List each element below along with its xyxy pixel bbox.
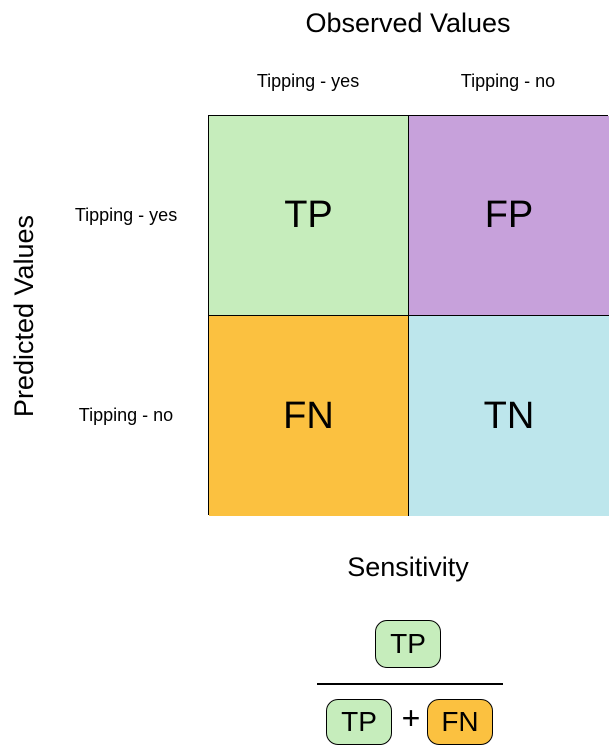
cell-false-positive: FP bbox=[409, 116, 609, 316]
row-label-tipping-no: Tipping - no bbox=[78, 405, 174, 425]
row-label-tipping-yes: Tipping - yes bbox=[74, 205, 178, 225]
fraction-line bbox=[317, 683, 503, 685]
formula-numerator-label: TP bbox=[390, 628, 426, 659]
cell-false-positive-label: FP bbox=[484, 194, 534, 236]
formula-denominator-tp-label: TP bbox=[341, 706, 377, 737]
sensitivity-title: Sensitivity bbox=[347, 552, 469, 582]
formula-denominator-fn-label: FN bbox=[441, 706, 479, 737]
cell-true-positive-label: TP bbox=[284, 194, 333, 236]
cell-true-negative: TN bbox=[409, 316, 609, 516]
column-label-tipping-yes: Tipping - yes bbox=[256, 71, 360, 91]
formula-denominator-fn: FN bbox=[427, 699, 493, 745]
cell-false-negative: FN bbox=[209, 316, 409, 516]
column-label-tipping-no: Tipping - no bbox=[460, 71, 556, 91]
cell-false-negative-label: FN bbox=[283, 394, 334, 437]
formula-numerator-tp: TP bbox=[375, 620, 441, 668]
cell-true-negative-label: TN bbox=[483, 394, 535, 437]
confusion-matrix: TP FP FN TN bbox=[208, 115, 609, 516]
formula-denominator-tp: TP bbox=[326, 699, 392, 745]
predicted-values-title: Predicted Values bbox=[9, 214, 39, 418]
plus-sign: + bbox=[401, 700, 421, 736]
observed-values-title: Observed Values bbox=[305, 8, 511, 38]
cell-true-positive: TP bbox=[209, 116, 409, 316]
